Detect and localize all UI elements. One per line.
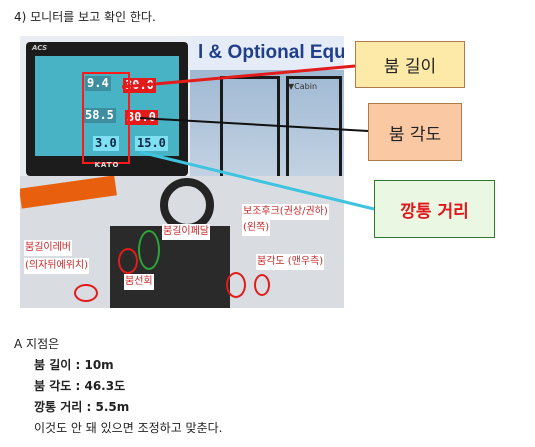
note-line-boom-length: 붐 길이 : 10m xyxy=(14,355,223,376)
monitor-brand: ACS xyxy=(32,44,48,52)
note-label: 깡통 거리 xyxy=(34,400,83,414)
note-separator: : xyxy=(82,400,96,414)
boom-angle-callout: 붐 각도 xyxy=(368,103,462,161)
monitor-maker: KATO xyxy=(94,161,120,169)
note-value: 5.5m xyxy=(95,400,130,414)
boom-angle-readout: 58.5 xyxy=(83,108,116,123)
left-side-label: (왼쪽) xyxy=(242,220,271,236)
pedal-label: 붐길이페달 xyxy=(162,224,210,240)
aux-hook-label: 보조후크(권상/권하) xyxy=(242,204,329,220)
monitor-highlight-box xyxy=(82,72,130,164)
radius-limit-readout: 15.0 xyxy=(135,136,168,151)
radius-readout: 3.0 xyxy=(93,136,119,151)
note-label: 붐 각도 xyxy=(34,379,72,393)
note-separator: : xyxy=(71,358,85,372)
check-note: A 지점은 붐 길이 : 10m 붐 각도 : 46.3도 깡통 거리 : 5.… xyxy=(14,334,223,439)
boom-length-readout: 9.4 xyxy=(85,76,111,91)
boom-lever-label: 붐길이레버 xyxy=(24,240,72,256)
lever-highlight xyxy=(74,284,98,302)
window-frame xyxy=(220,76,280,180)
load-monitor: ACS 9.4 30.0 58.5 30.0 3.0 15.0 KATO xyxy=(26,42,188,176)
note-value: 46.3도 xyxy=(84,379,126,393)
note-line-boom-angle: 붐 각도 : 46.3도 xyxy=(14,376,223,397)
note-value: 10m xyxy=(84,358,114,372)
step-title: 4) 모니터를 보고 확인 한다. xyxy=(14,10,156,24)
brochure-banner: l & Optional Equipm xyxy=(190,36,344,70)
pedal-highlight xyxy=(138,230,160,270)
note-intro: A 지점은 xyxy=(14,337,60,351)
cab-photo: l & Optional Equipm ▼Cabin ACS 9.4 30.0 … xyxy=(20,36,344,308)
note-line-radius: 깡통 거리 : 5.5m xyxy=(14,397,223,418)
boom-lever-location: (의자뒤에위치) xyxy=(24,258,90,274)
note-closing: 이것도 안 돼 있으면 조정하고 맞춘다. xyxy=(34,421,223,435)
note-label: 붐 길이 xyxy=(34,358,72,372)
banner-text: l & Optional Equipm xyxy=(198,42,344,63)
aux-hook-highlight xyxy=(226,272,246,298)
angle-pedal-highlight xyxy=(254,274,270,296)
boom-angle-pedal-label: 붐각도 (맨우측) xyxy=(256,254,325,270)
slewing-highlight xyxy=(118,248,138,274)
window-frame xyxy=(286,76,342,180)
boom-length-callout: 붐 길이 xyxy=(355,41,465,88)
slewing-label: 붐선회 xyxy=(124,274,154,290)
radius-callout: 깡통 거리 xyxy=(374,180,495,238)
note-separator: : xyxy=(71,379,85,393)
